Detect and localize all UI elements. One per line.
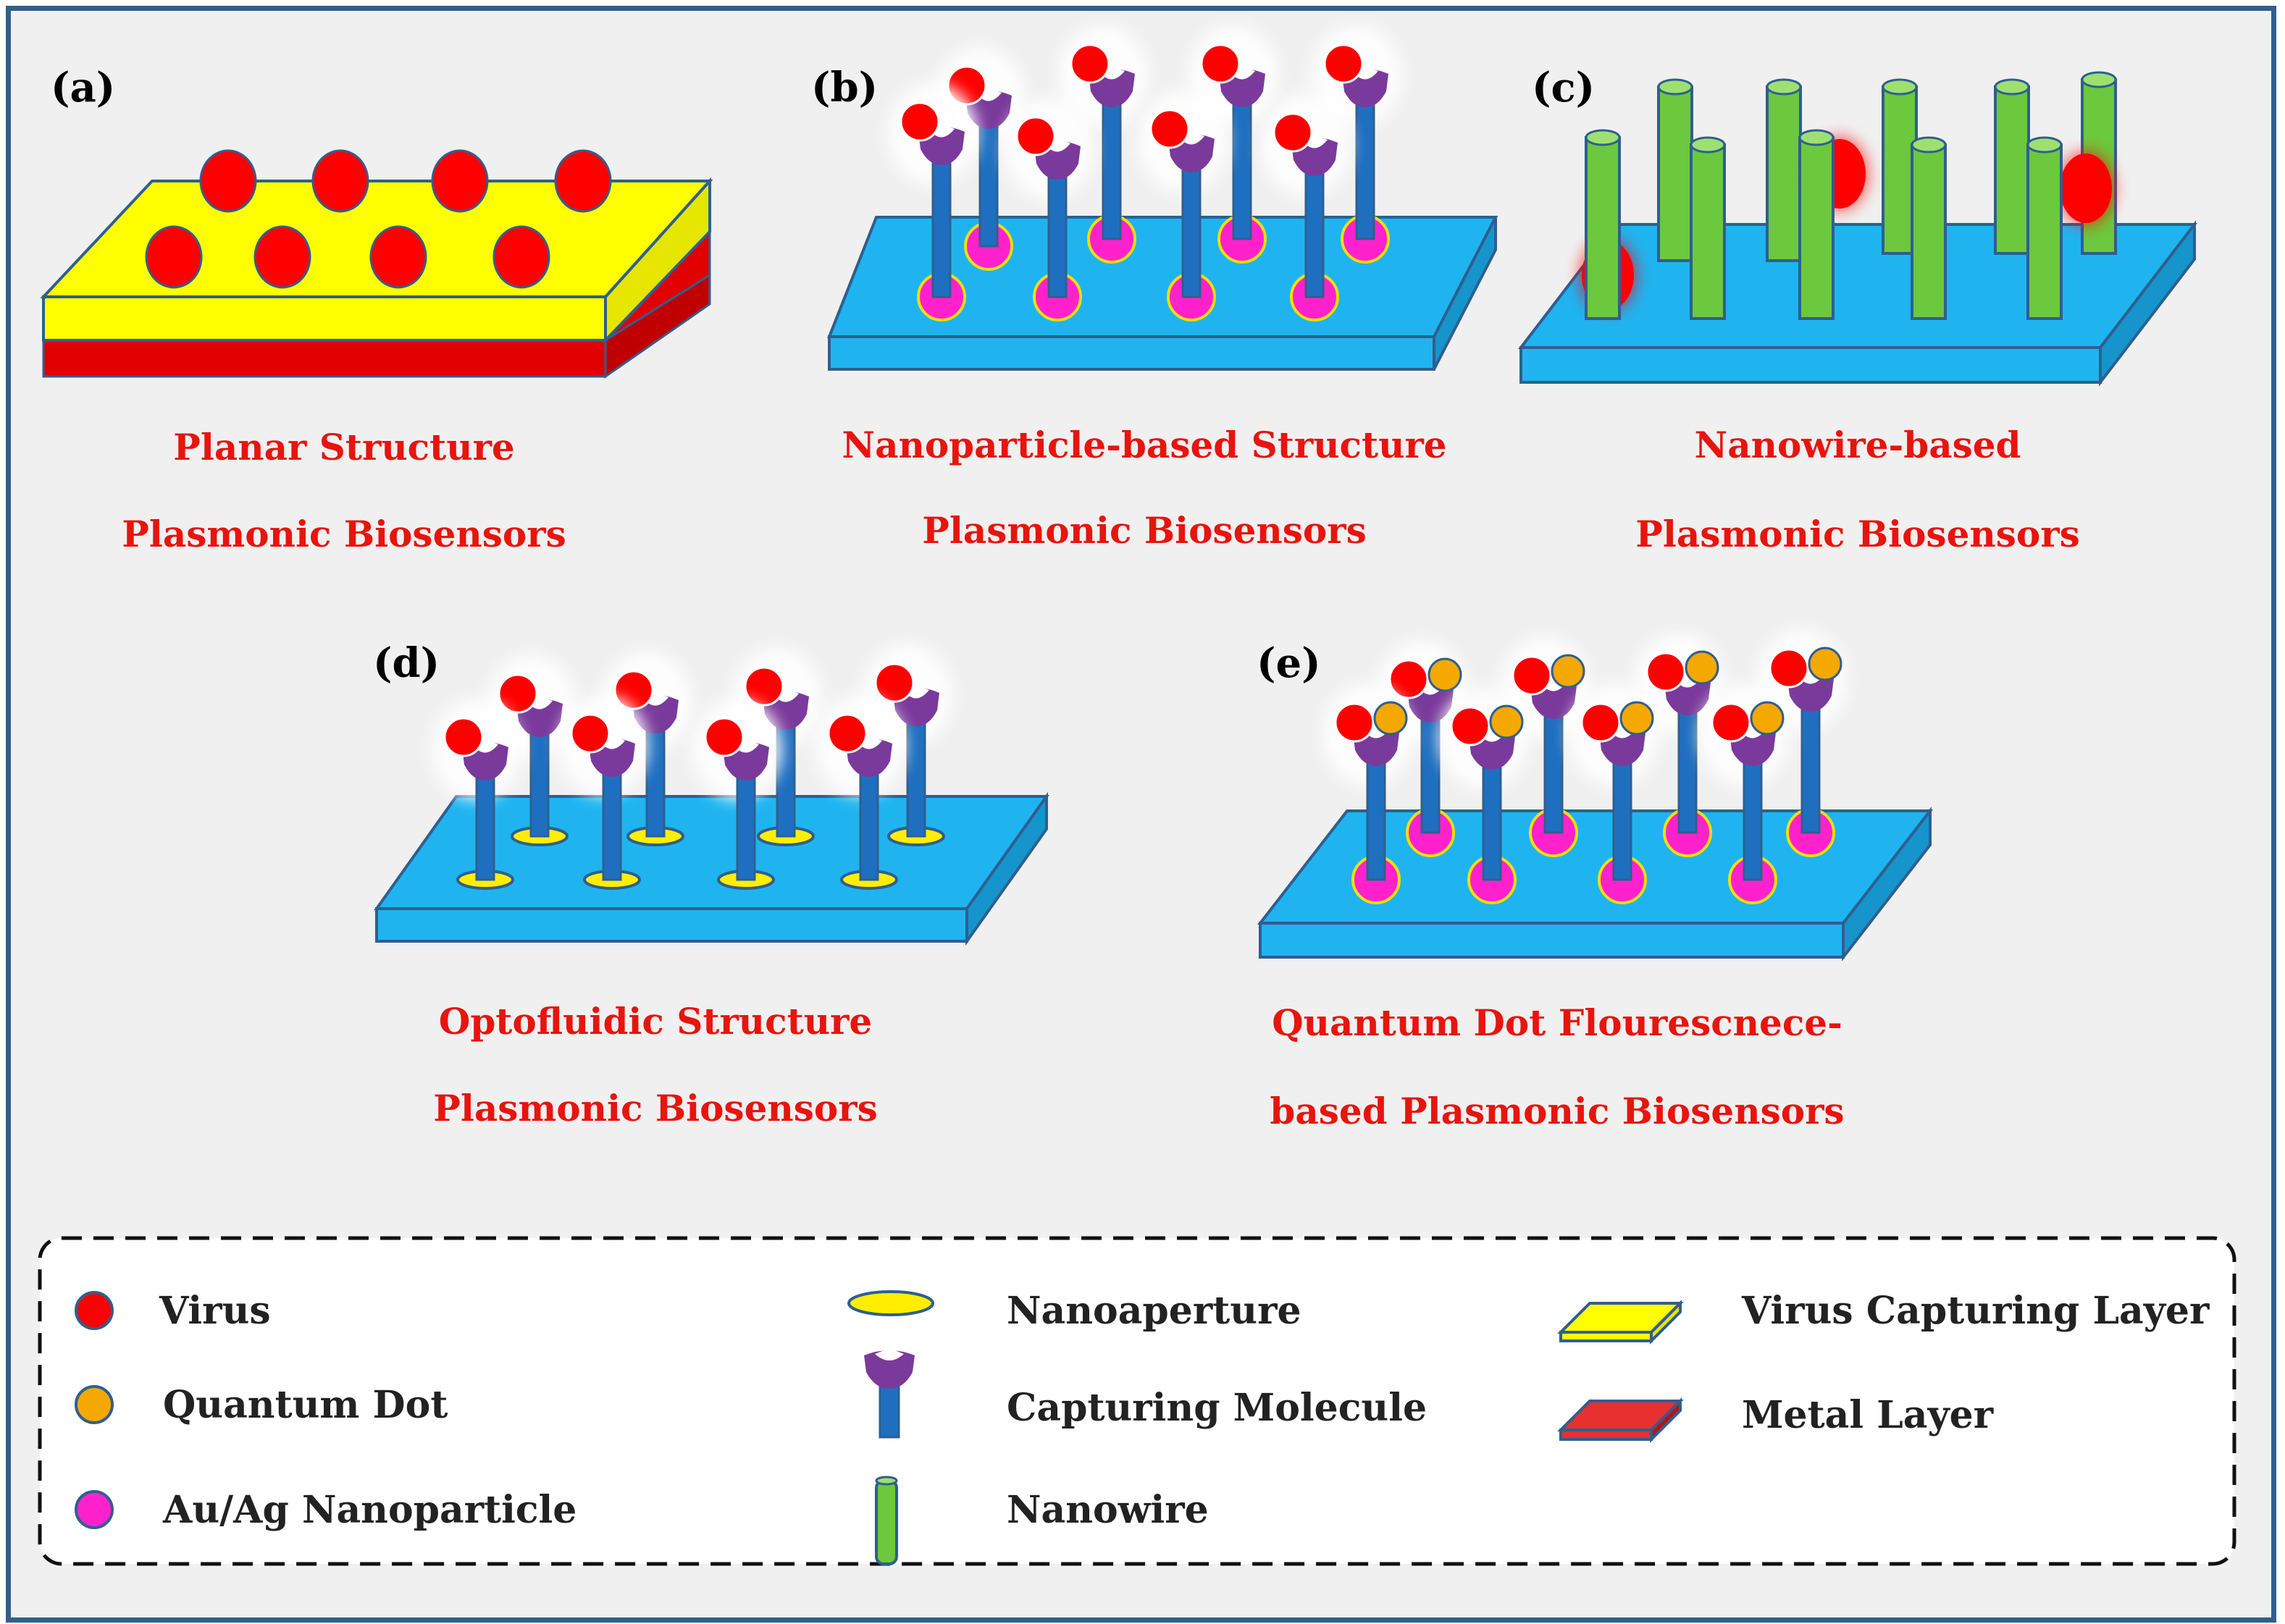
legend-item-capturing-molecule: Capturing Molecule (864, 1348, 1427, 1439)
panel-a-caption-1: Planar Structure (173, 426, 514, 468)
legend: Virus Quantum Dot Au/Ag Nanoparticle Nan… (38, 1236, 2236, 1566)
panel-b-caption-1: Nanoparticle-based Structure (842, 424, 1446, 466)
panel-a: (a) Planar Structure Plasmonic Biosensor… (40, 64, 713, 555)
panel-e-molecules (1322, 630, 1847, 904)
nanowire-icon (875, 1476, 898, 1565)
svg-text:Capturing Molecule: Capturing Molecule (1007, 1386, 1427, 1430)
panel-b-molecules (888, 25, 1401, 321)
nanoparticle-icon (75, 1490, 114, 1529)
panel-b: (b) Nanoparticle-based Structure Plasmon… (811, 25, 1498, 552)
capturing-layer-icon (1557, 1300, 1684, 1345)
panel-c: (c) Nanowire-based Plasmonic Biosensors (1517, 64, 2198, 555)
legend-item-nanoparticle: Au/Ag Nanoparticle (75, 1488, 577, 1532)
panel-c-nanowires (1579, 71, 2117, 320)
panel-e: (e) Quantum Dot Flourescnece- based Plas… (1257, 630, 1934, 1132)
nanoaperture-icon (847, 1290, 934, 1316)
legend-item-quantum-dot: Quantum Dot (75, 1383, 448, 1427)
metal-layer-icon (1557, 1397, 1684, 1443)
quantum-dot-icon (75, 1385, 114, 1424)
legend-item-nanowire: Nanowire (875, 1476, 1209, 1565)
panel-a-viruses (145, 149, 612, 289)
panel-e-label: (e) (1257, 639, 1321, 687)
panel-a-caption-2: Plasmonic Biosensors (122, 513, 566, 555)
panel-c-label: (c) (1532, 64, 1595, 112)
svg-text:Nanoaperture: Nanoaperture (1007, 1289, 1301, 1333)
panel-c-caption-1: Nanowire-based (1694, 424, 2021, 466)
svg-text:Virus Capturing Layer: Virus Capturing Layer (1741, 1289, 2210, 1333)
svg-text:Au/Ag Nanoparticle: Au/Ag Nanoparticle (162, 1488, 577, 1532)
panel-d-molecules (432, 644, 952, 890)
legend-item-nanoaperture: Nanoaperture (847, 1289, 1301, 1333)
svg-text:Virus: Virus (159, 1289, 271, 1333)
panel-b-caption-2: Plasmonic Biosensors (922, 509, 1367, 552)
legend-box (38, 1236, 2236, 1566)
panel-d-caption-2: Plasmonic Biosensors (433, 1087, 878, 1129)
panel-d: (d) Optofluidic Structure Plasmonic Bios… (373, 639, 1049, 1129)
panel-d-label: (d) (373, 639, 440, 687)
svg-text:Quantum Dot: Quantum Dot (163, 1383, 448, 1427)
panel-a-label: (a) (51, 64, 115, 112)
svg-text:Nanowire: Nanowire (1007, 1488, 1209, 1532)
panel-e-caption-1: Quantum Dot Flourescnece- (1272, 1001, 1842, 1044)
panel-e-caption-2: based Plasmonic Biosensors (1270, 1090, 1844, 1132)
capturing-molecule-icon (864, 1348, 915, 1439)
legend-item-metal-layer: Metal Layer (1557, 1393, 1994, 1443)
svg-text:Metal Layer: Metal Layer (1742, 1393, 1994, 1437)
legend-item-capturing-layer: Virus Capturing Layer (1557, 1289, 2210, 1345)
panel-c-caption-2: Plasmonic Biosensors (1635, 513, 2080, 555)
legend-item-virus: Virus (75, 1289, 271, 1333)
panel-d-caption-1: Optofluidic Structure (439, 1000, 872, 1043)
virus-icon (75, 1291, 114, 1330)
panel-b-label: (b) (811, 64, 878, 112)
